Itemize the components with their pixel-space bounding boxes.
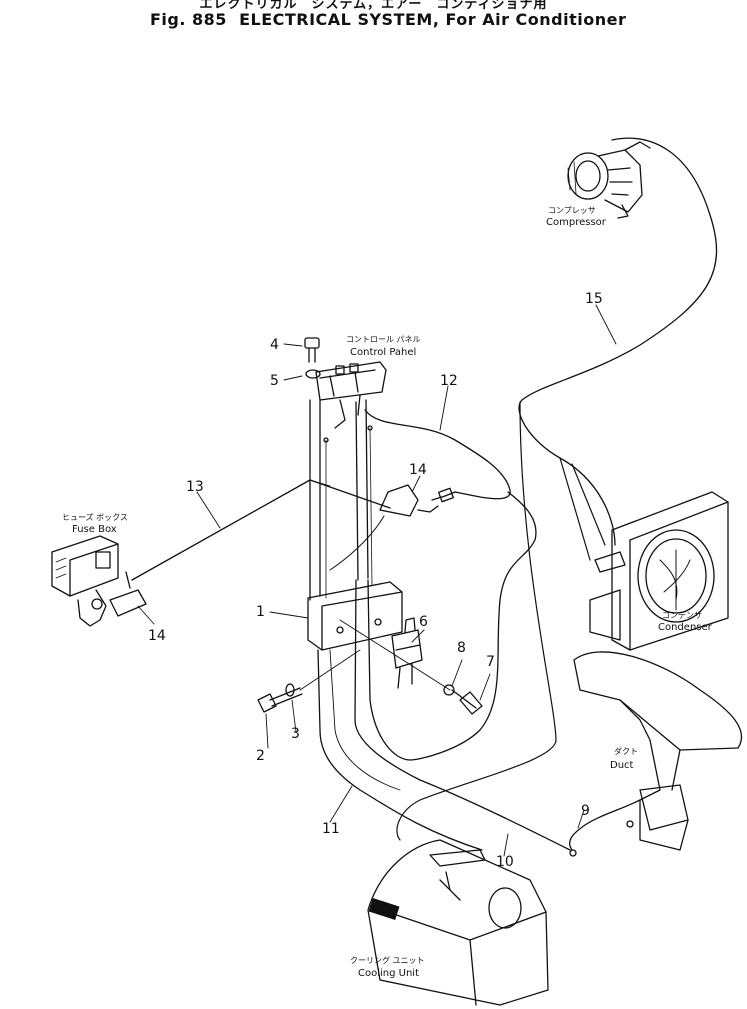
harness-10: [354, 579, 571, 851]
control-panel-label-ja: コントロール パネル: [346, 335, 421, 344]
washer-3: [285, 683, 295, 697]
callout-12: 12: [440, 373, 458, 389]
cooling-unit: [367, 839, 549, 1006]
figure-caption: ELECTRICAL SYSTEM, For Air Conditioner: [239, 10, 627, 29]
bolt-4: [304, 337, 320, 363]
cooling-unit-label-ja: クーリング ユニット: [350, 955, 425, 965]
callout-15: 15: [585, 291, 603, 307]
figure-title-japanese: エレクトリカル システム，エアー コンディショナ用: [199, 0, 548, 12]
control-panel-label: Control Pahel: [350, 347, 416, 358]
compressor-label: Compressor: [546, 217, 607, 228]
callout-13: 13: [186, 479, 204, 495]
duct-label: Duct: [610, 760, 634, 771]
compressor-label-ja: コンプレッサ: [548, 206, 596, 215]
callout-14-lower: 14: [148, 628, 166, 644]
callout-11: 11: [322, 821, 340, 837]
callout-7: 7: [486, 654, 495, 670]
bracket-stay: [309, 399, 373, 601]
harness-13: [131, 479, 391, 581]
duct: [573, 651, 743, 851]
fuse-box-label-ja: ヒューズ ボックス: [62, 512, 128, 522]
condenser: [589, 491, 729, 651]
washer-5: [305, 369, 321, 379]
bolt-2: [257, 687, 303, 713]
harness-11: [317, 649, 483, 851]
harness-9: [569, 799, 641, 851]
leader-lines: [137, 304, 617, 857]
callout-8: 8: [457, 640, 466, 656]
control-panel: [315, 361, 387, 429]
cooling-unit-label: Cooling Unit: [358, 968, 419, 979]
figure-number: Fig. 885: [150, 10, 227, 29]
washer-8: [443, 684, 455, 696]
figure-title: Fig. 885 ELECTRICAL SYSTEM, For Air Cond…: [150, 10, 626, 29]
callout-9: 9: [581, 803, 590, 819]
connector-14-upper: [329, 484, 456, 571]
callout-2: 2: [256, 748, 265, 764]
bolt-7: [451, 689, 483, 715]
fuse-box-label: Fuse Box: [72, 524, 117, 535]
callout-3: 3: [291, 726, 300, 742]
harness-12: [364, 409, 511, 500]
connector-14-lower: [77, 571, 147, 627]
callout-10: 10: [496, 854, 514, 870]
harness-15: [518, 137, 718, 546]
callout-1: 1: [256, 604, 265, 620]
fuse-box: [51, 535, 119, 597]
condenser-label: Condenser: [658, 622, 713, 633]
compressor: [567, 141, 651, 219]
duct-label-ja: ダクト: [614, 746, 638, 756]
callout-5: 5: [270, 373, 279, 389]
callout-14-upper: 14: [409, 462, 427, 478]
callout-6: 6: [419, 614, 428, 630]
relay-6: [391, 617, 423, 689]
callout-4: 4: [270, 337, 279, 353]
condenser-label-ja: コンデンサ: [662, 610, 702, 620]
bracket-1: [307, 581, 403, 651]
